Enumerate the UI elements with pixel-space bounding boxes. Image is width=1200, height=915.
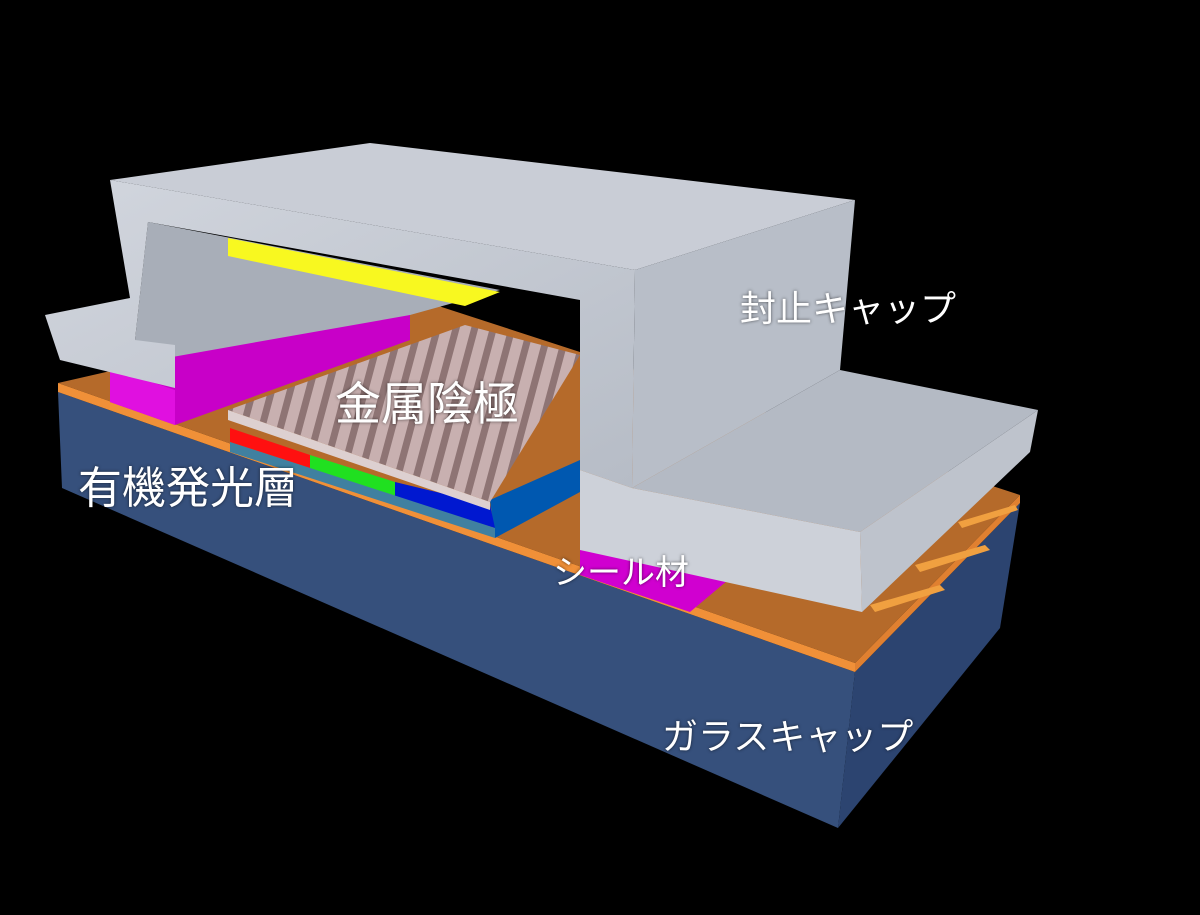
red-emitter [230, 428, 310, 468]
glass-cap-front-face [58, 392, 855, 828]
sealant-left-front [110, 368, 175, 425]
blue-layer-side [490, 460, 580, 538]
sealing-cap-flange-side [860, 410, 1038, 612]
organic-base-layer [230, 442, 495, 538]
metal-cathode-front [228, 410, 490, 510]
electrode-terminals [870, 505, 1018, 612]
label-organic-emitting-layer: 有機発光層 [78, 463, 298, 514]
glass-cap-right-face [838, 503, 1020, 828]
label-glass-cap: ガラスキャップ [662, 717, 914, 758]
sealing-cap-front [45, 180, 635, 488]
sealing-cap-top [110, 143, 855, 270]
sealant-left [110, 315, 410, 425]
label-sealing-cap: 封止キャップ [740, 289, 957, 330]
blue-emitter [395, 482, 495, 528]
green-emitter [310, 455, 395, 498]
sealing-cap-flange-front [580, 470, 862, 612]
label-metal-cathode: 金属陰極 [335, 377, 519, 431]
label-sealant: シール材 [553, 553, 689, 593]
sealing-cap-right-wall [632, 200, 855, 488]
sealing-cap-flange-top [632, 370, 1038, 532]
metal-cathode-top [228, 325, 580, 502]
getter-strip [228, 238, 500, 306]
electrode-layer-right-edge [855, 495, 1020, 672]
cap-inner-back-wall [135, 222, 500, 385]
